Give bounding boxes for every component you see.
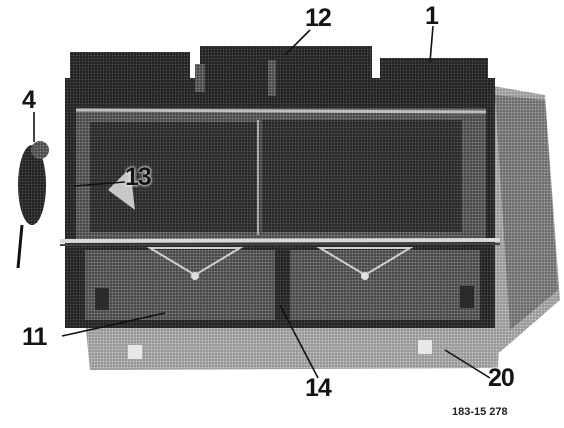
lower-compartment-right	[290, 250, 480, 320]
callout-1: 1	[425, 2, 439, 30]
callout-13: 13	[125, 163, 152, 191]
top-block-left	[70, 52, 190, 97]
callout-11: 11	[22, 323, 47, 351]
clip-part	[18, 145, 46, 225]
callout-12: 12	[305, 4, 332, 32]
lower-compartment-left	[85, 250, 275, 320]
figure-reference-code: 183-15 278	[452, 406, 508, 418]
cross-rod	[59, 238, 501, 243]
callout-14: 14	[305, 374, 332, 402]
callout-4: 4	[22, 86, 36, 114]
top-block-right	[380, 58, 488, 98]
base-plate	[85, 318, 500, 370]
leader-lines	[33, 25, 491, 379]
callout-20: 20	[488, 364, 515, 392]
